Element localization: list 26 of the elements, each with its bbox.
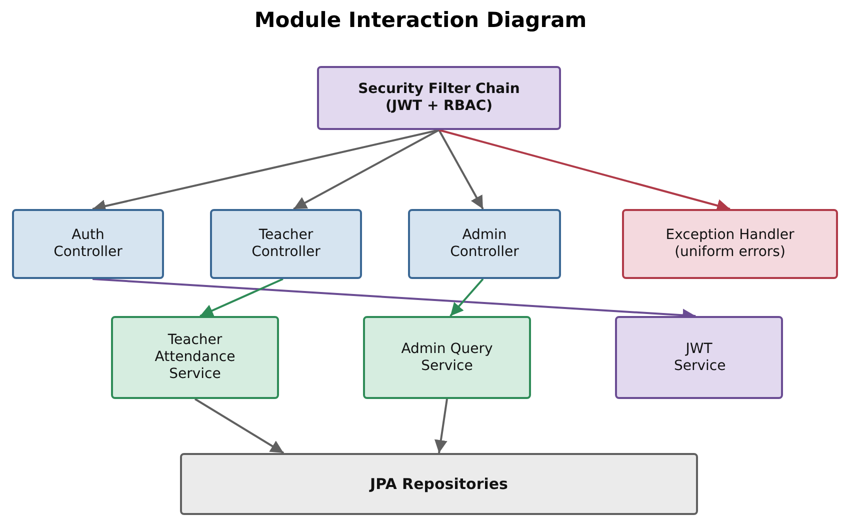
arrow [194, 398, 284, 454]
module-box [363, 316, 531, 399]
module-box [210, 209, 362, 279]
module-box [12, 209, 164, 279]
module-label: Exception Handler (uniform errors) [664, 227, 796, 261]
module-label: JWT Service [674, 340, 724, 374]
module-label: Admin Controller [449, 227, 520, 261]
module-box [180, 453, 698, 515]
module-label: JPA Repositories [370, 476, 508, 492]
module-box [615, 316, 783, 399]
module-label: Teacher Attendance Service [154, 332, 236, 383]
module-box [111, 316, 279, 399]
module-label: Auth Controller [52, 227, 124, 261]
module-box [317, 66, 561, 130]
arrow [438, 129, 730, 212]
arrow [200, 278, 284, 317]
module-label: Admin Query Service [400, 340, 494, 374]
module-box [622, 209, 838, 279]
arrow [293, 129, 440, 210]
arrow [434, 398, 448, 454]
module-label: Security Filter Chain (JWT + RBAC) [357, 81, 521, 115]
module-label: Teacher Controller [250, 227, 322, 261]
arrow [438, 130, 484, 210]
module-box [408, 209, 561, 279]
diagram-title: Module Interaction Diagram [253, 8, 588, 32]
arrow [450, 278, 484, 317]
